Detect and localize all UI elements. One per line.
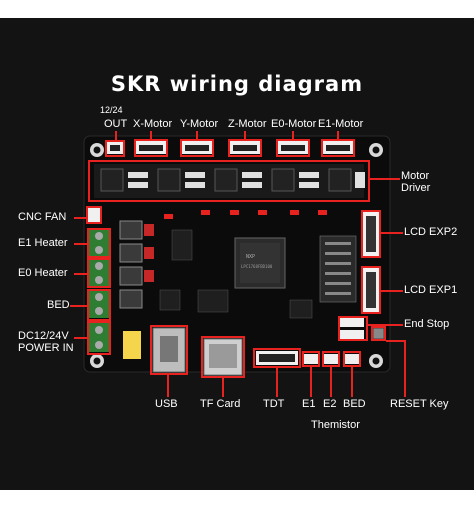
thermistor-connectors bbox=[304, 354, 359, 364]
label-z-motor: Z-Motor bbox=[228, 118, 267, 130]
mosfets bbox=[119, 220, 143, 309]
highlight-power-in bbox=[87, 321, 111, 355]
label-power-out-volt: 12/24 bbox=[100, 105, 123, 115]
highlight-power-out bbox=[105, 140, 125, 157]
label-tdt: TDT bbox=[263, 398, 285, 410]
label-motor-driver-1: Motor bbox=[401, 170, 430, 182]
label-bed: BED bbox=[47, 299, 70, 311]
heater-terminals bbox=[89, 229, 109, 352]
label-reset-key: RESET Key bbox=[390, 398, 449, 410]
label-lcd-exp2: LCD EXP2 bbox=[404, 226, 458, 238]
svg-text:LPC1768FBD100: LPC1768FBD100 bbox=[241, 264, 273, 269]
label-end-stop: End Stop bbox=[404, 318, 450, 330]
board-illustration: NXP LPC1768FBD100 bbox=[83, 135, 391, 376]
label-e0-motor: E0-Motor bbox=[271, 118, 317, 130]
power-select-jumper bbox=[123, 331, 141, 359]
highlight-e0-motor bbox=[276, 139, 310, 157]
highlight-e0-heater bbox=[87, 258, 111, 288]
highlight-end-stop bbox=[338, 316, 368, 341]
highlight-tf-card bbox=[201, 336, 245, 378]
label-tf-card: TF Card bbox=[200, 398, 241, 410]
diagram-title: SKR wiring diagram bbox=[110, 72, 364, 96]
label-lcd-exp1: LCD EXP1 bbox=[404, 284, 458, 296]
label-power-in-2: POWER IN bbox=[18, 342, 74, 354]
label-x-motor: X-Motor bbox=[133, 118, 173, 130]
label-power-out: OUT bbox=[104, 118, 128, 130]
highlight-usb bbox=[150, 325, 188, 375]
label-themistor: Themistor bbox=[311, 419, 360, 431]
fan-connector bbox=[88, 208, 100, 222]
label-bed-thermistor: BED bbox=[343, 398, 366, 410]
endstop-connectors bbox=[340, 318, 364, 339]
highlight-e1-motor bbox=[321, 139, 355, 157]
highlight-lcd-exp2 bbox=[361, 210, 381, 258]
usb-port bbox=[152, 327, 186, 373]
svg-text:NXP: NXP bbox=[246, 254, 255, 260]
label-e1-thermistor: E1 bbox=[302, 398, 316, 410]
highlight-motor-driver bbox=[88, 160, 370, 202]
label-e2-thermistor: E2 bbox=[323, 398, 337, 410]
highlight-reset-key bbox=[371, 326, 386, 341]
highlight-lcd-exp1 bbox=[361, 266, 381, 314]
highlight-z-motor bbox=[228, 139, 262, 157]
label-e1-motor: E1-Motor bbox=[318, 118, 364, 130]
label-usb: USB bbox=[155, 398, 178, 410]
highlight-e2-thermistor bbox=[322, 351, 340, 367]
highlight-cnc-fan bbox=[86, 206, 102, 224]
label-e0-heater: E0 Heater bbox=[18, 267, 68, 279]
label-motor-driver-2: Driver bbox=[401, 182, 431, 194]
highlight-x-motor bbox=[134, 139, 168, 157]
label-e1-heater: E1 Heater bbox=[18, 237, 68, 249]
label-power-in-1: DC12/24V bbox=[18, 330, 69, 342]
highlight-e1-thermistor bbox=[302, 351, 320, 367]
driver-sockets bbox=[94, 164, 365, 198]
label-cnc-fan: CNC FAN bbox=[18, 211, 67, 223]
highlight-bed-terminal bbox=[87, 289, 111, 321]
highlight-e1-heater bbox=[87, 228, 111, 258]
diagram-canvas: NXP LPC1768FBD100 bbox=[0, 18, 474, 490]
highlight-tdt bbox=[253, 348, 301, 368]
highlight-y-motor bbox=[180, 139, 214, 157]
label-y-motor: Y-Motor bbox=[180, 118, 219, 130]
highlight-bed-thermistor bbox=[343, 351, 361, 367]
